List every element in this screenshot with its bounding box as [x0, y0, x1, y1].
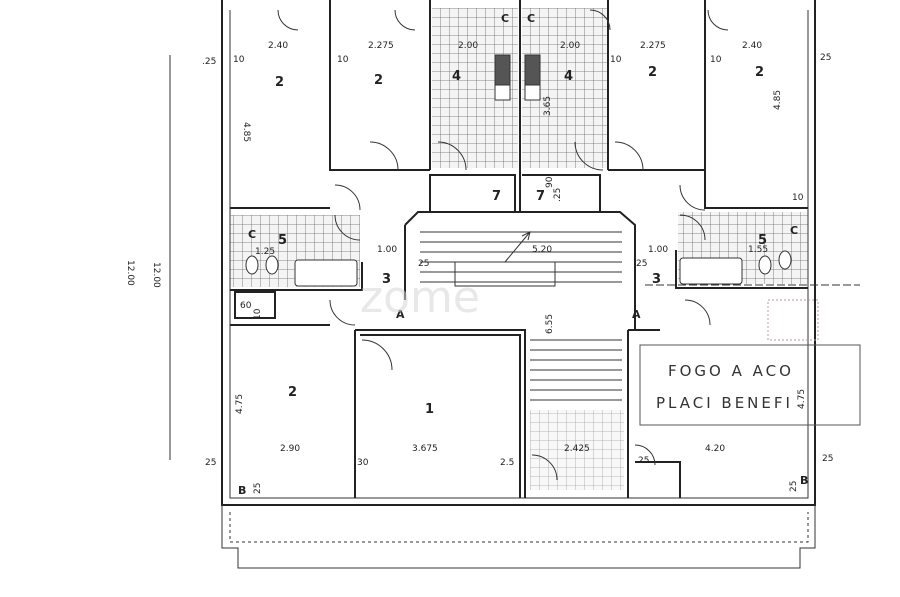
dim-2275-left: 2.275	[368, 41, 394, 51]
balcony-outline	[221, 505, 816, 569]
dim-10-e: 10	[253, 308, 263, 320]
dim-485-right: 4.85	[773, 90, 783, 110]
room-top-left-2: 2	[374, 73, 383, 88]
room-store-left: 7	[492, 189, 501, 204]
dim-25-top-left: .25	[202, 57, 216, 67]
dim-200-right: 2.00	[560, 41, 580, 51]
marker-a-left: A	[396, 308, 405, 321]
fixtures	[245, 54, 792, 287]
dim-10-f: 10	[792, 193, 804, 203]
dim-3675: 3.675	[412, 444, 438, 454]
stair-treads	[420, 231, 622, 401]
room-bedroom-bottom: 2	[288, 385, 297, 400]
dim-10-b: 10	[337, 55, 349, 65]
watermark-logo: zome	[360, 272, 480, 323]
wall-store	[429, 174, 601, 213]
door-swings	[277, 9, 729, 481]
wall-stair	[404, 211, 636, 330]
marker-c-2: C	[527, 12, 535, 25]
dim-90: 90	[545, 176, 555, 188]
room-top-right-2: 2	[755, 65, 764, 80]
wall-small-box	[234, 291, 276, 319]
dim-25-bottom-right: 25	[822, 454, 833, 464]
stair-arrow	[504, 231, 531, 263]
dim-10-d: 10	[710, 55, 722, 65]
wall-entrance	[627, 329, 660, 498]
marker-b-right: B	[800, 474, 808, 487]
dim-100-right: 1.00	[648, 245, 668, 255]
dim-25-top-right: 25	[820, 53, 831, 63]
room-top-left-1: 2	[275, 75, 284, 90]
dim-2275-right: 2.275	[640, 41, 666, 51]
room-living: 1	[425, 402, 434, 417]
wall-bath-r	[675, 250, 808, 289]
dim-25-hall-left: 25	[418, 259, 429, 269]
wall-kitchen-l	[429, 0, 609, 212]
dim-60: 60	[240, 301, 252, 311]
room-store-right: 7	[536, 189, 545, 204]
marker-c-4: C	[790, 224, 798, 237]
dim-25-bottom-left-2: 25	[253, 483, 263, 494]
dim-25-bottom-stair: 25	[638, 456, 649, 466]
balcony-inner	[229, 512, 809, 543]
dim-520: 5.20	[532, 245, 552, 255]
wall-closet	[635, 461, 681, 498]
room-hall-right: 3	[652, 272, 661, 287]
dim-25-stair: .25	[553, 188, 563, 202]
annotation-box	[639, 344, 861, 426]
dim-1200-b: 12.00	[151, 262, 161, 288]
dim-100-left: 1.00	[377, 245, 397, 255]
wall-living	[355, 329, 526, 498]
dim-25-bottom-left: 25	[205, 458, 216, 468]
dim-10-a: 10	[233, 55, 245, 65]
dim-475-right: 4.75	[797, 389, 807, 409]
wall-bedroom-row	[230, 170, 808, 209]
room-kitchen-right: 4	[564, 69, 573, 84]
dim-30: 30	[357, 458, 369, 468]
marker-a-right: A	[632, 308, 641, 321]
wall-right-a	[608, 0, 706, 171]
dim-655: 6.55	[545, 314, 555, 334]
dim-25-bottom-right-2: 25	[789, 481, 799, 492]
entrance-tiles	[530, 410, 624, 490]
annotation-line-1: FOGO A ACO	[668, 362, 794, 380]
dim-10-c: 10	[610, 55, 622, 65]
room-top-right-1: 2	[648, 65, 657, 80]
dim-290: 2.90	[280, 444, 300, 454]
wall-bed-bottom	[230, 324, 356, 498]
annotation-line-2: PLACI BENEFI	[656, 394, 793, 412]
dim-1200-a: 12.00	[125, 260, 135, 286]
outer-wall	[221, 0, 816, 506]
dim-125: 1.25	[255, 247, 275, 257]
dim-240-right: 2.40	[742, 41, 762, 51]
wall-bath-l	[230, 262, 363, 291]
wall-left-a	[329, 0, 430, 171]
dim-240-left: 2.40	[268, 41, 288, 51]
marker-c-3: C	[248, 228, 256, 241]
marker-c-1: C	[501, 12, 509, 25]
room-bath-left: 5	[278, 233, 287, 248]
dim-2425: 2.425	[564, 444, 590, 454]
stamp-mark	[767, 299, 819, 341]
room-kitchen-left: 4	[452, 69, 461, 84]
dim-475-left: 4.75	[235, 394, 245, 414]
dim-365: 3.65	[543, 96, 553, 116]
dim-420: 4.20	[705, 444, 725, 454]
dim-200-left: 2.00	[458, 41, 478, 51]
marker-b-left: B	[238, 484, 246, 497]
dim-25-bottom-mid: 2.5	[500, 458, 514, 468]
dim-155: 1.55	[748, 245, 768, 255]
room-hall-left: 3	[382, 272, 391, 287]
dim-25-hall-right: 25	[636, 259, 647, 269]
room-bath-right: 5	[758, 233, 767, 248]
dim-485-left: 4.85	[241, 122, 251, 142]
